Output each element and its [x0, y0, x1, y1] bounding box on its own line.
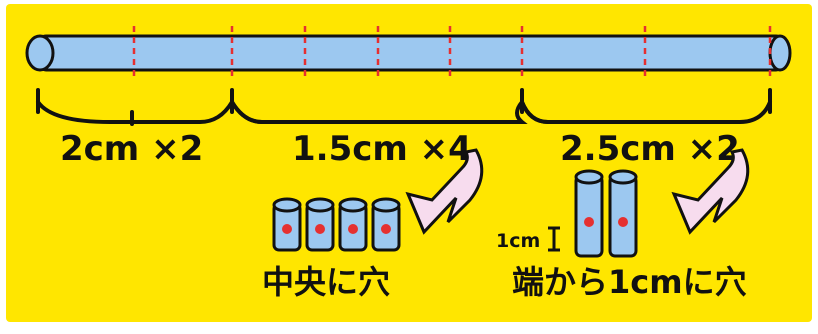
caption-center-hole: 中央に穴: [262, 263, 390, 301]
long-piece-top: [574, 169, 604, 185]
tube-left-end: [25, 34, 55, 72]
tube-body: [38, 34, 784, 72]
segment-label-2-5cm: 2.5cm ×2: [560, 129, 740, 169]
arrow-to-center-pieces: [405, 148, 484, 235]
short-piece-top: [338, 197, 368, 213]
long-piece-body: [608, 174, 638, 258]
end-hole-pieces: [574, 169, 638, 258]
center-hole: [315, 224, 325, 234]
long-piece-top: [608, 169, 638, 185]
one-cm-bar: [548, 226, 560, 252]
short-piece-top: [371, 197, 401, 213]
center-hole-pieces: [272, 197, 401, 252]
tube-right-end: [768, 34, 792, 72]
center-hole: [282, 224, 292, 234]
short-piece-2: [305, 197, 335, 252]
bracket-segment-1: [36, 88, 264, 126]
end-hole: [584, 217, 594, 227]
segment-label-2cm: 2cm ×2: [60, 129, 203, 169]
center-hole: [348, 224, 358, 234]
long-piece-2: [608, 169, 638, 258]
one-cm-label: 1cm: [496, 230, 540, 252]
short-piece-3: [338, 197, 368, 252]
long-piece-1: [574, 169, 604, 258]
cut-lines: [132, 26, 772, 80]
arrow-to-end-pieces: [671, 148, 750, 235]
short-piece-1: [272, 197, 302, 252]
short-piece-top: [305, 197, 335, 213]
measurement-brackets: [36, 88, 772, 126]
short-piece-4: [371, 197, 401, 252]
long-piece-body: [574, 174, 604, 258]
long-tube: [25, 34, 792, 72]
one-cm-marker: 1cm: [496, 226, 560, 252]
caption-end-hole: 端から1cmに穴: [512, 263, 747, 301]
bracket-segment-3: [520, 88, 772, 124]
segment-label-1-5cm: 1.5cm ×4: [292, 129, 472, 169]
short-piece-top: [272, 197, 302, 213]
center-hole: [381, 224, 391, 234]
end-hole: [618, 217, 628, 227]
